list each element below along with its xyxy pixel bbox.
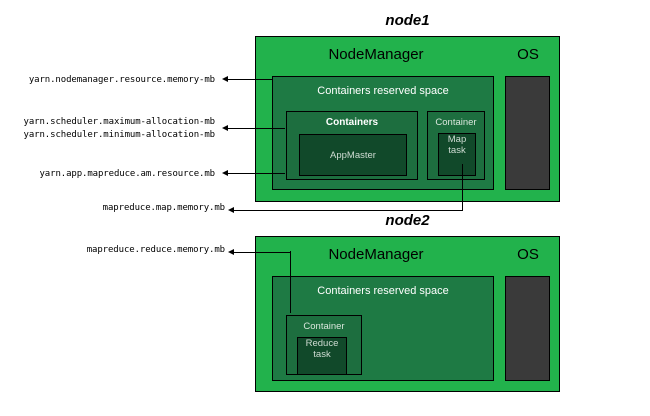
label-nodemanager-resource-memory: yarn.nodemanager.resource.memory-mb — [28, 75, 215, 85]
node2-os-box — [505, 276, 550, 381]
node1-container-box: Container Map task — [427, 111, 485, 180]
label-scheduler-maximum-allocation: yarn.scheduler.maximum-allocation-mb — [23, 117, 216, 127]
node1-map-task-label: Map task — [439, 134, 475, 156]
label-map-memory: mapreduce.map.memory.mb — [102, 203, 225, 213]
connector-map-memory-horizontal — [234, 209, 463, 211]
reduce-task-line2: task — [313, 349, 331, 360]
node1-appmaster-label: AppMaster — [330, 150, 376, 161]
node1-os-label: OS — [517, 46, 539, 63]
node1-reserved-space-label: Containers reserved space — [317, 85, 449, 97]
node1-title: node1 — [385, 12, 430, 29]
node1-container-label: Container — [435, 117, 477, 128]
node2-reserved-space-label: Containers reserved space — [317, 285, 449, 297]
connector-nodemanager-resource — [228, 78, 272, 80]
node1-containers-label: Containers — [325, 117, 379, 128]
label-am-resource: yarn.app.mapreduce.am.resource.mb — [39, 169, 215, 179]
node1-containers-box: Containers AppMaster — [286, 111, 418, 180]
label-scheduler-minimum-allocation: yarn.scheduler.minimum-allocation-mb — [23, 130, 216, 140]
node2-reserved-space: Containers reserved space Container Redu… — [272, 276, 494, 381]
connector-reduce-memory-vertical — [289, 251, 291, 313]
connector-reduce-memory-horizontal — [234, 251, 290, 253]
map-task-line1: Map — [447, 134, 467, 145]
arrowhead-map-memory — [228, 206, 234, 213]
node2-box: NodeManager OS Containers reserved space… — [255, 236, 560, 392]
arrowhead-scheduler-allocation — [222, 124, 228, 131]
connector-am-resource — [228, 172, 285, 174]
node1-reserved-space: Containers reserved space Containers App… — [272, 76, 494, 190]
label-reduce-memory: mapreduce.reduce.memory.mb — [86, 245, 225, 255]
node2-reduce-task-box: Reduce task — [297, 337, 347, 375]
node2-nodemanager-label: NodeManager — [328, 246, 424, 263]
node2-container-label: Container — [303, 321, 345, 332]
reduce-task-line1: Reduce — [305, 338, 339, 349]
connector-scheduler-allocation — [228, 127, 285, 129]
node2-os-label: OS — [517, 246, 539, 263]
node1-box: NodeManager OS Containers reserved space… — [255, 36, 560, 202]
arrowhead-reduce-memory — [228, 248, 234, 255]
node1-map-task-box: Map task — [438, 133, 476, 176]
node1-nodemanager-label: NodeManager — [328, 46, 424, 63]
node1-appmaster-box: AppMaster — [299, 134, 407, 176]
arrowhead-nodemanager-resource — [222, 75, 228, 82]
node1-os-box — [505, 76, 550, 190]
map-task-line2: task — [448, 145, 466, 156]
node2-container-box: Container Reduce task — [286, 315, 362, 375]
node2-title: node2 — [385, 212, 430, 229]
connector-map-memory-vertical — [462, 164, 463, 210]
arrowhead-am-resource — [222, 169, 228, 176]
node2-reduce-task-label: Reduce task — [298, 338, 346, 360]
